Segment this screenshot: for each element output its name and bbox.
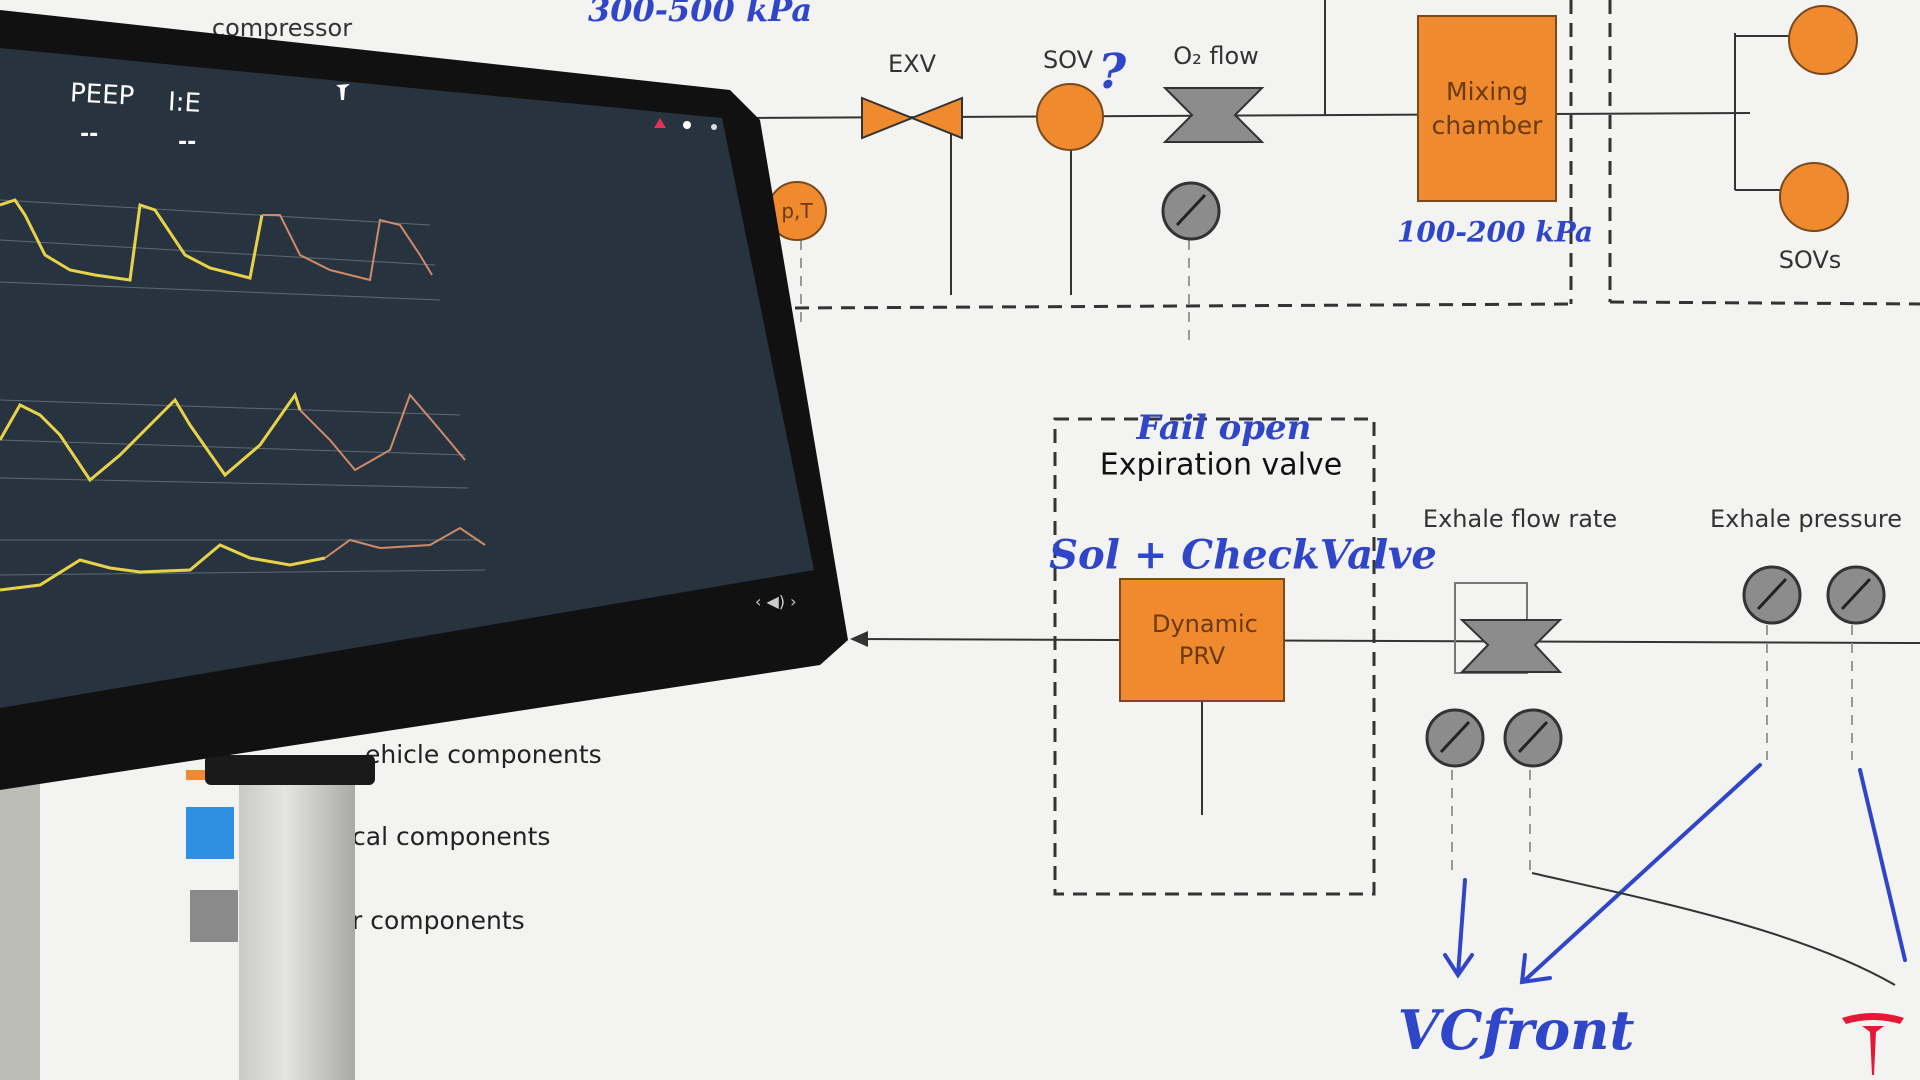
- expiration-valve-label: Expiration valve: [1099, 447, 1343, 483]
- dynamic-prv-label: Dynamic PRV: [1152, 610, 1258, 670]
- sov-label: SOV: [1042, 46, 1094, 74]
- exhale-flowmeter-icon: [1459, 619, 1563, 673]
- exv-label: EXV: [887, 50, 937, 78]
- sol-checkvalve-note: Sol + CheckValve: [1049, 531, 1437, 579]
- monitor-stand-left: [0, 780, 40, 1080]
- sov-valve-icon: [1036, 83, 1104, 151]
- o2-flowmeter-icon: [1162, 87, 1265, 143]
- pressure-waveform: [0, 198, 264, 282]
- dynamic-prv: Dynamic PRV: [1119, 578, 1285, 702]
- sov-question-note: ?: [1097, 44, 1127, 100]
- wifi-icon: [683, 121, 691, 129]
- legend-swatch-gray: [190, 890, 238, 942]
- volume-waveform: [0, 543, 326, 592]
- bluetooth-icon: [711, 124, 717, 130]
- monitor-mount: [205, 755, 375, 785]
- exv-valve-icon: [861, 96, 915, 140]
- sov-lower-icon: [1779, 162, 1849, 232]
- alert-icon: [654, 118, 666, 128]
- legend-item-medical: cal components: [352, 822, 551, 851]
- vcfront-note: VCfront: [1397, 998, 1635, 1062]
- tesla-logo-small-icon: [336, 84, 350, 100]
- monitor-screen: [0, 48, 814, 708]
- volume-icon: ‹ ◀) ›: [755, 592, 797, 611]
- peep-value: --: [80, 122, 99, 147]
- mixing-chamber-label: Mixing chamber: [1431, 76, 1543, 140]
- pt-label: p,T: [781, 199, 813, 223]
- flow-waveform: [0, 391, 302, 483]
- legend-swatch-blue: [186, 807, 234, 859]
- waveform-grid: [0, 199, 486, 576]
- sovs-label: SOVs: [1778, 246, 1842, 274]
- fail-open-note: Fail open: [1136, 408, 1312, 448]
- legend-item-other: r components: [352, 906, 525, 935]
- o2-flow-label: O₂ flow: [1173, 42, 1259, 70]
- pressure-high-note: 300-500 kPa: [587, 0, 813, 29]
- mixing-chamber: Mixing chamber: [1417, 15, 1557, 202]
- legend-item-vehicle: ehicle components: [365, 740, 602, 769]
- pressure-low-note: 100-200 kPa: [1396, 215, 1594, 249]
- ie-value: --: [178, 130, 197, 155]
- exhale-pressure-label: Exhale pressure: [1709, 505, 1903, 533]
- monitor-stand: [239, 770, 355, 1080]
- exhale-flow-rate-label: Exhale flow rate: [1422, 505, 1618, 533]
- sov-upper-icon: [1788, 5, 1858, 75]
